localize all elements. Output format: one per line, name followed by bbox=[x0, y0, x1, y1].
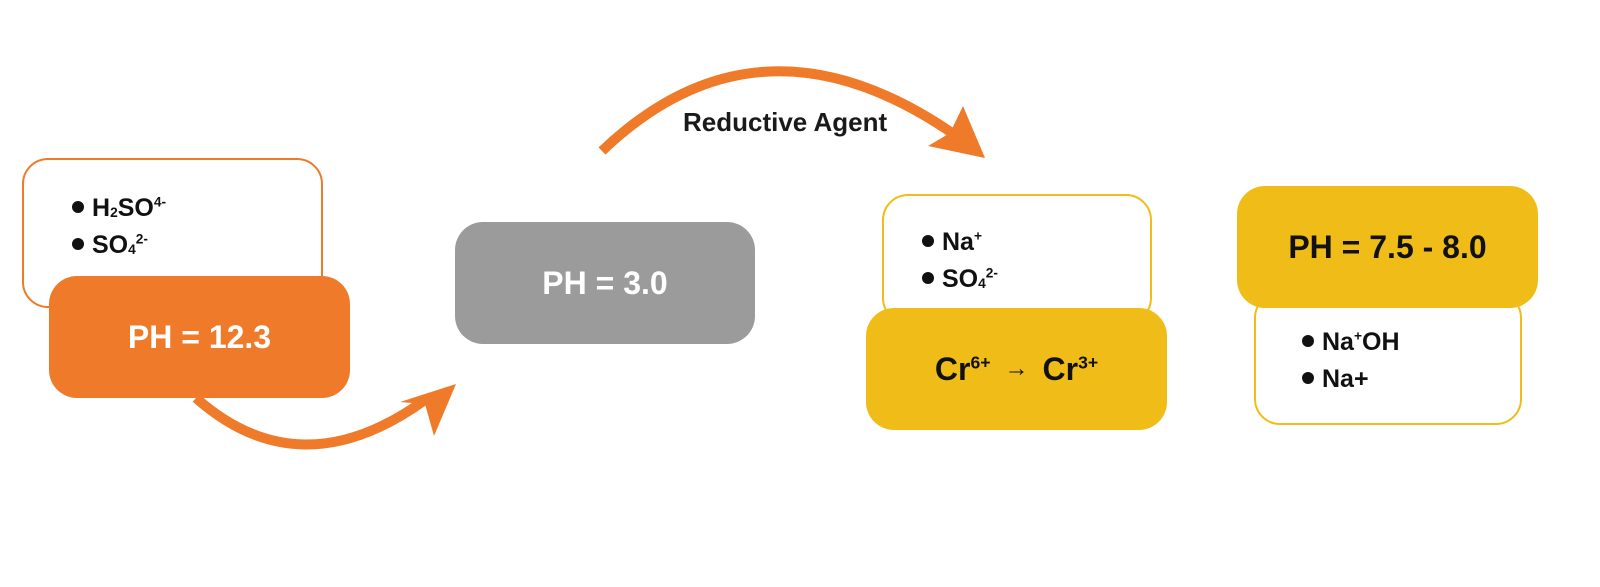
stage-1-species-list: H2SO4- SO42- bbox=[72, 190, 166, 264]
species-item: SO42- bbox=[72, 227, 166, 264]
arrowhead-stage2-to-stage3 bbox=[928, 106, 985, 158]
bullet-icon bbox=[72, 238, 84, 251]
stage-1-ph-label: PH = 12.3 bbox=[127, 318, 272, 355]
arrow-stage1-to-stage2 bbox=[192, 394, 428, 450]
stage-2-ph-label: PH = 3.0 bbox=[542, 264, 668, 301]
reaction-from: Cr6+ bbox=[934, 350, 991, 387]
reaction-to: Cr3+ bbox=[1042, 350, 1099, 387]
stage-3-reaction-box: Cr6+ → Cr3+ bbox=[866, 308, 1167, 430]
stage-4-species-list: Na+OH Na+ bbox=[1302, 324, 1400, 398]
reaction-arrow-icon: → bbox=[1004, 355, 1029, 382]
bullet-icon bbox=[72, 201, 84, 214]
stage-3-species-list: Na+ SO42- bbox=[922, 224, 998, 298]
stage-4-species-box: Na+OH Na+ bbox=[1254, 292, 1522, 425]
bullet-icon bbox=[1302, 372, 1314, 385]
stage-4-ph-label: PH = 7.5 - 8.0 bbox=[1288, 228, 1487, 265]
bullet-icon bbox=[922, 272, 934, 285]
species-item: Na+ bbox=[922, 224, 998, 261]
stage-1-ph-box: PH = 12.3 bbox=[49, 276, 350, 398]
reductive-agent-label: Reductive Agent bbox=[683, 107, 888, 137]
bullet-icon bbox=[1302, 335, 1314, 348]
species-item: Na+ bbox=[1302, 361, 1400, 398]
species-item: SO42- bbox=[922, 261, 998, 298]
species-item: Na+OH bbox=[1302, 324, 1400, 361]
arrowhead-stage1-to-stage2 bbox=[400, 384, 456, 436]
species-item: H2SO4- bbox=[72, 190, 166, 227]
stage-3-species-box: Na+ SO42- bbox=[882, 194, 1152, 324]
stage-4-ph-box: PH = 7.5 - 8.0 bbox=[1237, 186, 1538, 308]
bullet-icon bbox=[922, 235, 934, 248]
arrow-stage2-to-stage3 bbox=[598, 66, 958, 155]
stage-2-ph-box: PH = 3.0 bbox=[455, 222, 755, 344]
